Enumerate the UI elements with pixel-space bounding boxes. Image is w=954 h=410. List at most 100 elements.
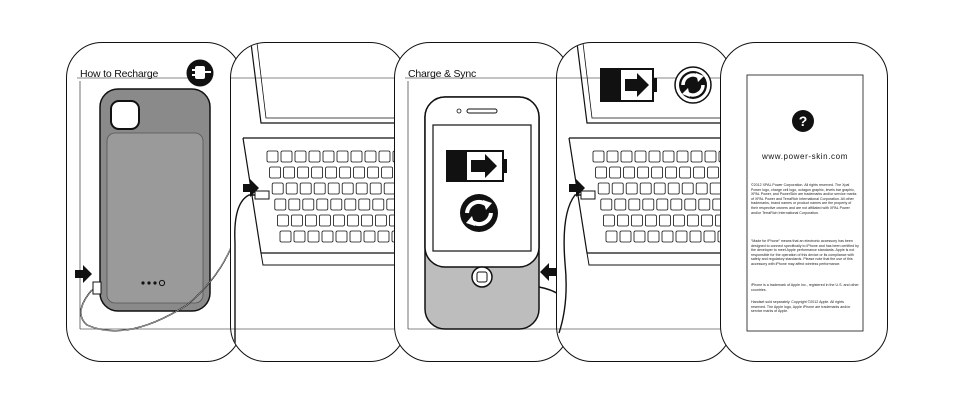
keyboard-key [347,214,359,227]
keyboard-key [291,214,303,227]
keyboard-key [659,214,671,227]
keyboard-key [695,182,708,195]
arrow-right-icon [243,179,259,197]
keyboard-key [656,198,669,211]
keyboard-key [642,198,655,211]
keyboard-key [600,198,613,211]
keyboard-key [308,150,321,163]
keyboard-key [271,182,284,195]
keyboard-key [283,166,295,179]
keyboard-key [360,214,373,227]
keyboard-key [374,214,387,227]
battery-charge-icon [600,68,657,102]
keyboard-key [603,214,615,227]
keyboard-key [679,166,691,179]
keyboard-key [645,214,657,227]
legal-text-4: Handset sold separately. Copyright ©2012… [751,300,851,314]
keyboard-key [288,198,301,211]
keyboard-key [274,198,287,211]
keyboard-key [327,182,340,195]
keyboard-key [670,198,683,211]
keyboard-key [662,150,675,163]
panel-laptop-2 [556,42,732,362]
panel-laptop-1 [230,42,406,362]
keyboard-key [698,198,711,211]
keyboard-key [339,166,351,179]
keyboard-key [369,182,382,195]
info-frame: ? [746,74,864,332]
keyboard-key [665,166,677,179]
keyboard-key [675,230,688,243]
keyboard-key [349,230,362,243]
svg-text:?: ? [799,113,808,129]
keyboard-key [639,182,652,195]
arrow-right-icon [75,265,92,283]
home-button [471,266,493,288]
keyboard-key [381,166,394,179]
keyboard-key [707,166,720,179]
keyboard-key [307,230,320,243]
battery-charge-icon [446,150,507,182]
keyboard-key [367,166,380,179]
panel-how-to-recharge: How to Recharge [66,42,242,362]
keyboard-key [277,214,289,227]
keyboard-key [322,150,335,163]
keyboard-key [684,198,697,211]
keyboard-key [358,198,371,211]
help-icon: ? [792,110,814,132]
keyboard-key [606,150,619,163]
keyboard-key [661,230,674,243]
keyboard-key [316,198,329,211]
keyboard-key [280,150,293,163]
website-url[interactable]: www.power-skin.com [762,152,848,161]
keyboard-key [333,214,345,227]
keyboard-key [703,230,716,243]
led-indicator [141,279,166,287]
legal-text-1: ©2012 XPAL Power Corporation. All rights… [751,183,857,215]
keyboard-key [305,214,317,227]
arrow-left-icon [540,263,556,281]
keyboard-key [631,214,643,227]
arrow-right-icon [569,179,585,197]
keyboard-key [690,150,703,163]
panel-title: How to Recharge [80,68,159,80]
keyboard-key [595,166,607,179]
keyboard-key [667,182,680,195]
sync-icon [460,194,498,232]
legal-text-2: “Made for iPhone” means that an electron… [751,239,859,266]
keyboard-key [673,214,685,227]
keyboard-key [628,198,641,211]
keyboard-key [651,166,663,179]
keyboard-key [623,166,635,179]
keyboard-key [704,150,717,163]
keyboard-key [313,182,326,195]
keyboard-key [377,230,390,243]
keyboard-key [619,230,632,243]
panel-title: Charge & Sync [408,68,477,80]
keyboard-key [344,198,357,211]
keyboard-key [605,230,618,243]
keyboard-key [378,150,391,163]
keyboard-key [647,230,660,243]
keyboard-key [634,150,647,163]
charge-sync-illustration [405,77,569,330]
keyboard-key [611,182,624,195]
keyboard-key [648,150,661,163]
keyboard [592,150,731,243]
panel-info: ? www.power-skin.com ©2012 XPAL Power Co… [720,42,888,362]
keyboard-key [597,182,610,195]
keyboard-key [637,166,649,179]
keyboard-key [350,150,363,163]
keyboard-key [614,198,627,211]
keyboard-key [336,150,349,163]
keyboard-key [693,166,706,179]
keyboard-key [592,150,605,163]
keyboard-key [700,214,713,227]
sync-icon [674,66,712,104]
camera-cutout [110,100,140,130]
keyboard-key [293,230,306,243]
laptop-illustration [557,43,731,334]
recharge-illustration [75,59,241,332]
keyboard-key [620,150,633,163]
keyboard-key [321,230,334,243]
